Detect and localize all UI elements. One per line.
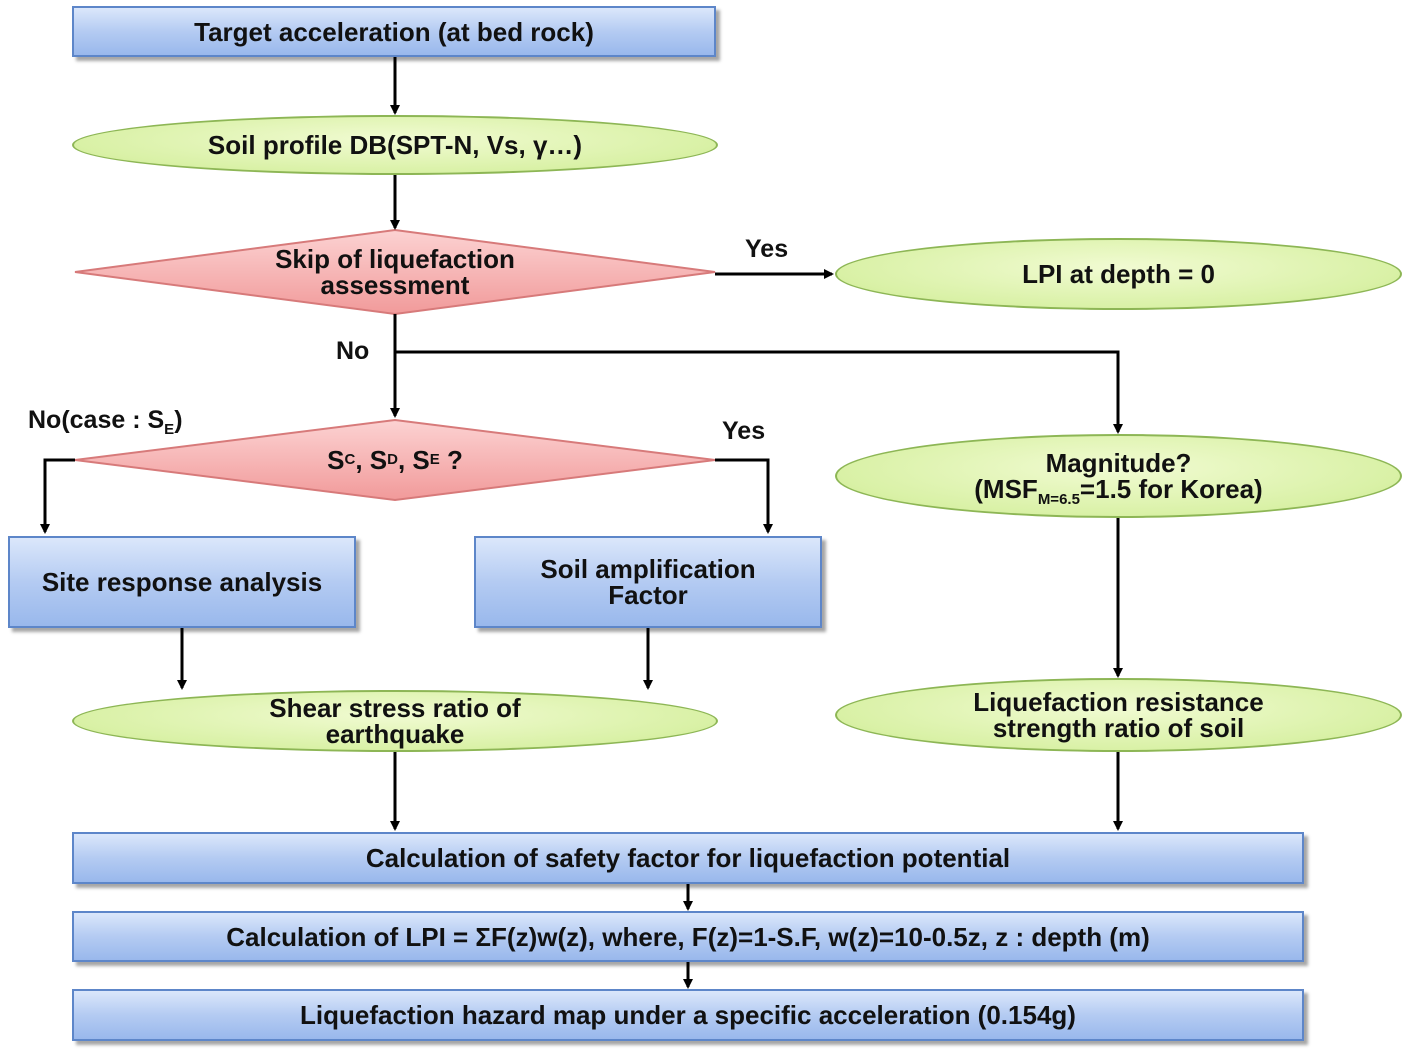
safety-factor-box: Calculation of safety factor for liquefa…: [72, 832, 1304, 884]
target-acceleration-text: Target acceleration (at bed rock): [194, 16, 594, 47]
magnitude-line2: (MSFM=6.5=1.5 for Korea): [974, 474, 1263, 509]
arrow-site-class-no-to-site-response: [40, 458, 75, 534]
no-case-label: No(case : SE): [28, 406, 183, 438]
skip-decision-text: Skip of liquefaction assessment: [195, 244, 595, 300]
soil-amplification-line2: Factor: [608, 580, 688, 610]
yes-label-site-class: Yes: [722, 417, 766, 445]
soil-profile-db-text: Soil profile DB(SPT-N, Vs, γ…): [207, 130, 583, 160]
target-acceleration-box: Target acceleration (at bed rock): [72, 6, 716, 57]
soil-amplification-box: Soil amplification Factor: [474, 536, 822, 628]
shear-stress-line1: Shear stress ratio of: [269, 693, 521, 723]
resistance-ratio-line1: Liquefaction resistance: [973, 687, 1264, 717]
skip-decision-diamond: [74, 228, 716, 316]
skip-line2: assessment: [320, 270, 470, 300]
soil-amplification-line1: Soil amplification: [540, 554, 756, 584]
resistance-ratio-line2: strength ratio of soil: [992, 713, 1245, 743]
magnitude-ellipse: Magnitude? (MSFM=6.5=1.5 for Korea): [835, 434, 1402, 518]
shear-stress-line2: earthquake: [325, 719, 465, 749]
resistance-ratio-ellipse: Liquefaction resistance strength ratio o…: [835, 678, 1402, 752]
yes-label-skip: Yes: [745, 235, 789, 263]
arrow-site-class-yes-to-soil-amp: [715, 458, 773, 534]
lpi-zero-ellipse: LPI at depth = 0: [835, 238, 1402, 310]
site-response-box: Site response analysis: [8, 536, 356, 628]
lpi-calculation-box: Calculation of LPI = ΣF(z)w(z), where, F…: [72, 911, 1304, 962]
shear-stress-ellipse: Shear stress ratio of earthquake: [72, 690, 718, 752]
soil-profile-db-ellipse: Soil profile DB(SPT-N, Vs, γ…): [72, 115, 718, 175]
lpi-zero-text: LPI at depth = 0: [1022, 259, 1215, 289]
lpi-calculation-text: Calculation of LPI = ΣF(z)w(z), where, F…: [226, 921, 1150, 952]
no-label-skip: No: [336, 337, 370, 365]
hazard-map-box: Liquefaction hazard map under a specific…: [72, 989, 1304, 1041]
arrow-no-to-magnitude: [395, 350, 1123, 434]
skip-line1: Skip of liquefaction: [275, 244, 515, 274]
site-response-text: Site response analysis: [41, 567, 323, 597]
magnitude-line1: Magnitude?: [1045, 448, 1192, 478]
hazard-map-text: Liquefaction hazard map under a specific…: [300, 1000, 1076, 1030]
safety-factor-text: Calculation of safety factor for liquefa…: [365, 843, 1011, 873]
